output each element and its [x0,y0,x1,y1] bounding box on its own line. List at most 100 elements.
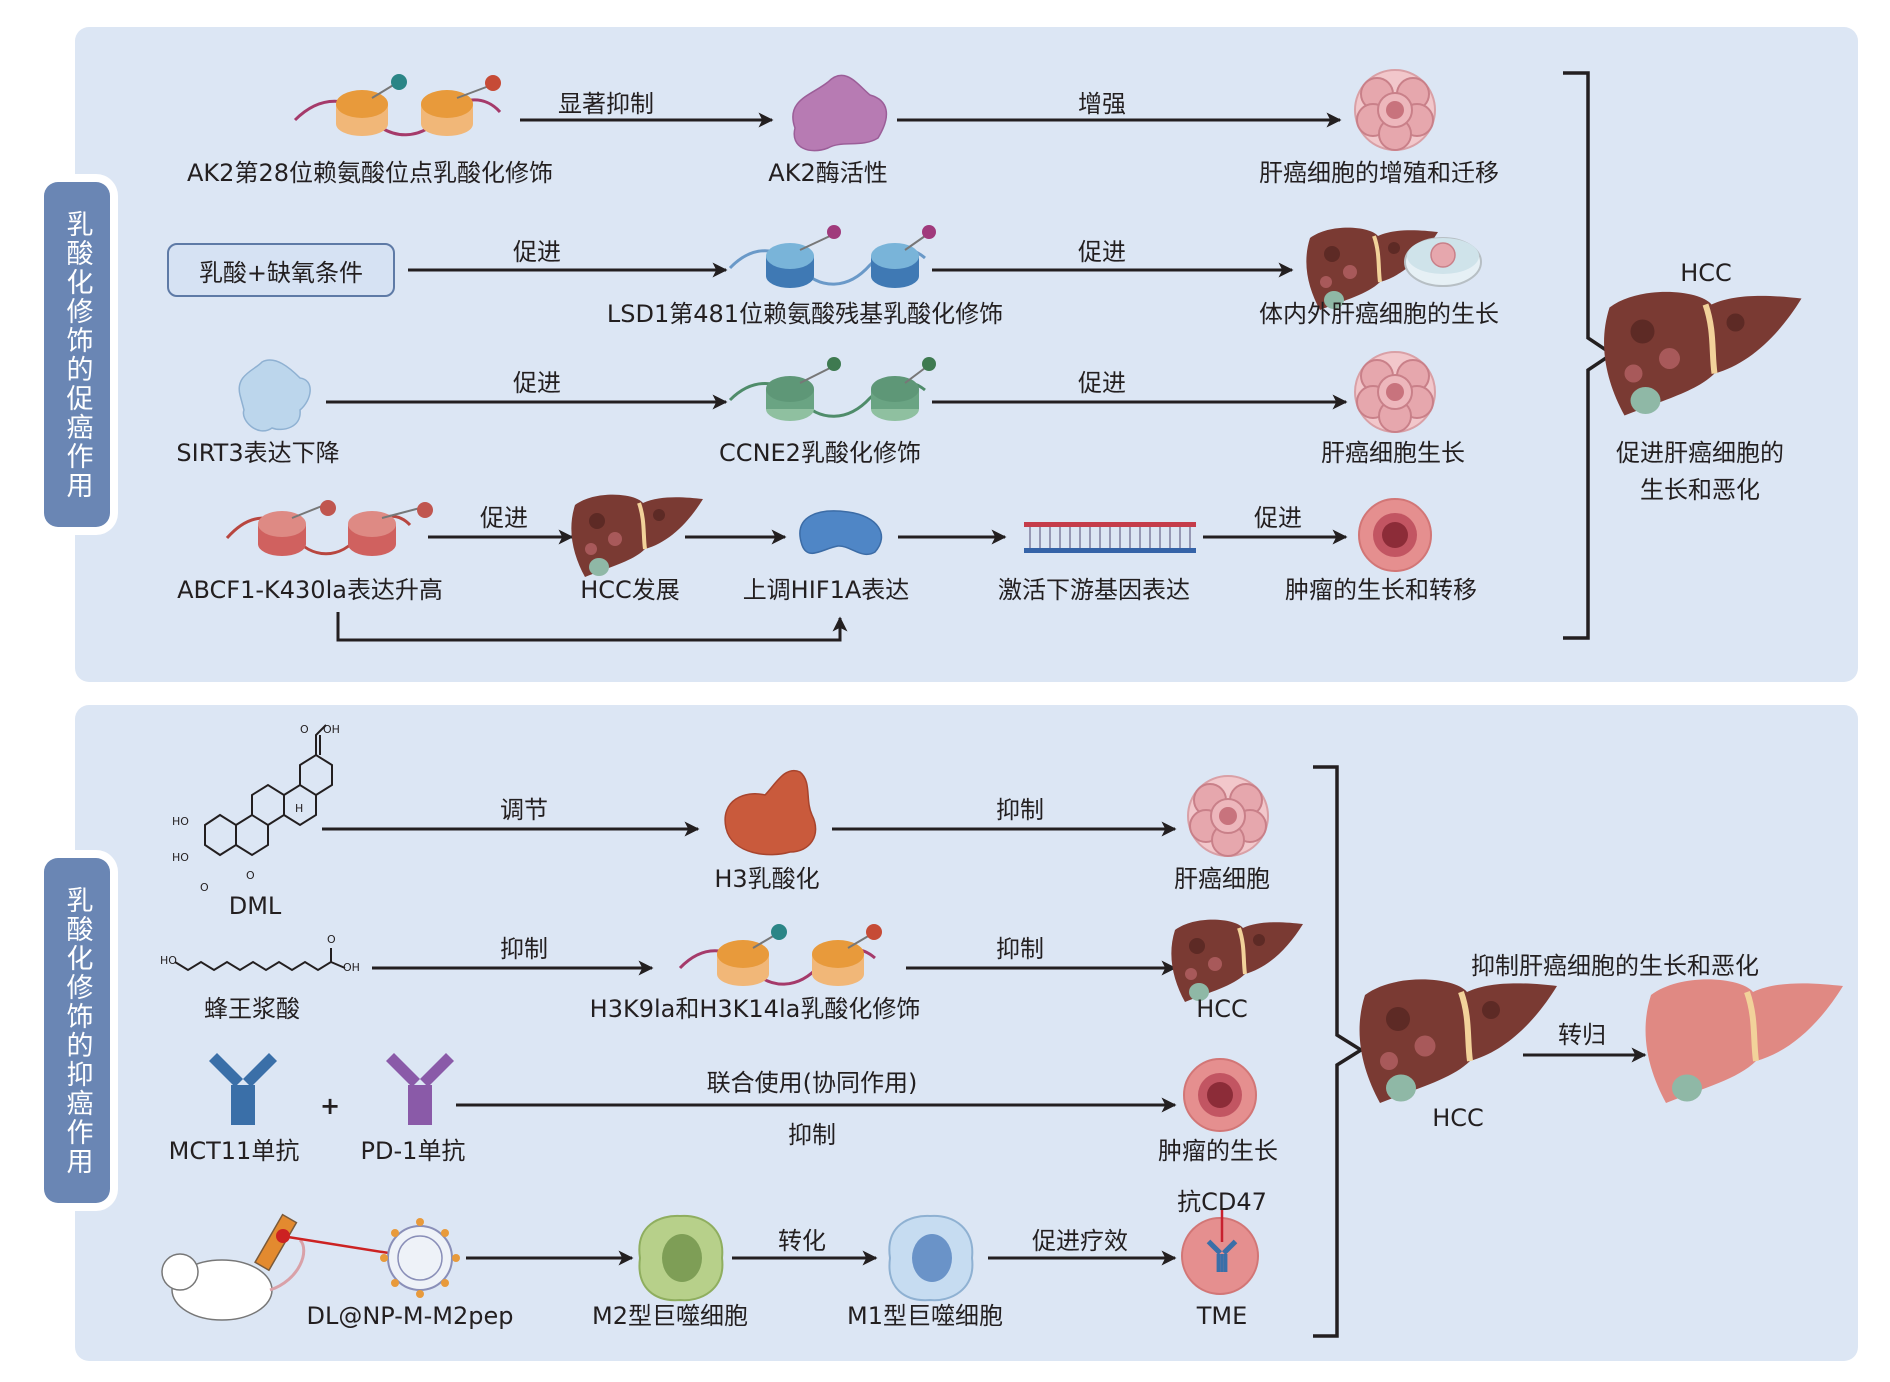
row3-target-label: 肝癌细胞生长 [1321,439,1465,467]
dml-structure-icon [204,724,333,857]
suppressing-side-label-text: 乳酸化修饰的抑癌作用 [61,885,93,1176]
b-row1-arrow1-label: 调节 [500,796,548,824]
suppressing-outcome-title: 抑制肝癌细胞的生长和恶化 [1471,952,1759,980]
b-row1-source-label: DML [228,892,282,920]
b-row3-source1-label: MCT11单抗 [168,1137,300,1165]
lactate-hypoxia-box: 乳酸+缺氧条件 [167,243,395,297]
row2-source-label: 乳酸+缺氧条件 [198,258,364,287]
promoting-panel [75,27,1858,682]
pd1-antibody-icon [386,1053,454,1125]
promoting-bracket [1563,71,1616,640]
cancer-cell-cluster-icon [1354,69,1436,151]
nanoparticle-icon [380,1218,460,1298]
row2-target-label: 体内外肝癌细胞的生长 [1259,300,1499,328]
row1-target-label: 肝癌细胞的增殖和迁移 [1259,159,1499,187]
b-row3-plus: + [319,1092,341,1120]
tumor-icon [1358,498,1432,572]
hcc-liver-icon-3 [1169,917,1305,1004]
row4-arrow1-label: 促进 [480,504,528,532]
row3-middle-label: CCNE2乳酸化修饰 [719,439,921,467]
sirt3-protein-icon [238,359,311,432]
petri-dish-icon [1404,237,1482,287]
suppressing-side-label: 乳酸化修饰的抑癌作用 [44,858,110,1203]
row4-target-label: 肿瘤的生长和转移 [1285,576,1477,604]
hcc-liver-icon-2 [569,492,705,579]
tumor-icon-2 [1183,1058,1257,1132]
suppressing-bracket [1313,765,1365,1338]
b-row3-arrow-label-top: 联合使用(协同作用) [706,1069,918,1097]
suppressing-outcome-hcc-label: HCC [1432,1104,1484,1132]
dml-chem-label-oh: OH [323,723,340,736]
row3-arrow2-label: 促进 [1078,369,1126,397]
row3-source-label: SIRT3表达下降 [176,439,340,467]
cancer-cell-cluster-icon-3 [1187,775,1269,857]
promoting-side-label: 乳酸化修饰的促癌作用 [44,182,110,527]
hif1a-protein-icon [799,510,883,556]
dml-chem-label-ho2: HO [172,851,189,864]
b-row4-arrow3-label: 促进疗效 [1032,1227,1128,1255]
lsd1-nucleosome-icon [728,225,936,288]
hda-chem-label-ho: HO [160,954,177,967]
ak2-nucleosome-icon [293,74,502,137]
row4-step4-label: 激活下游基因表达 [998,576,1190,604]
row2-arrow2-label: 促进 [1078,238,1126,266]
row1-source-label: AK2第28位赖氨酸位点乳酸化修饰 [187,159,553,187]
ak2-enzyme-icon [792,74,888,152]
row4-step2-label: HCC发展 [580,576,680,604]
row2-middle-label: LSD1第481位赖氨酸残基乳酸化修饰 [606,300,1004,328]
b-row3-target-label: 肿瘤的生长 [1158,1137,1278,1165]
b-row2-arrow1-label: 抑制 [500,935,548,963]
b-row4-step3-label: M1型巨噬细胞 [847,1302,1003,1330]
row4-step3-label: 上调HIF1A表达 [742,576,910,604]
dml-chem-label-ho1: HO [172,815,189,828]
b-row3-arrow-label-bottom: 抑制 [788,1121,836,1149]
row3-arrow1-label: 促进 [513,369,561,397]
b-row2-middle-label: H3K9la和H3K14la乳酸化修饰 [589,995,921,1023]
dml-chem-label-h: H [295,802,304,815]
syringe-icon [254,1213,298,1272]
row2-arrow1-label: 促进 [513,238,561,266]
hda-chem-label-o: O [327,933,336,946]
m1-macrophage-icon [888,1214,974,1302]
reversion-arrow-label: 转归 [1558,1021,1606,1049]
b-row2-target-label: HCC [1196,995,1248,1023]
b-row4-target-label: TME [1196,1302,1248,1330]
row1-middle-label: AK2酶活性 [768,159,888,187]
b-row1-middle-label: H3乳酸化 [714,865,820,893]
ccne2-nucleosome-icon [728,357,936,421]
hcc-outcome-liver-icon [1604,292,1801,416]
b-row4-arrow2-label: 转化 [778,1227,826,1255]
cancer-cell-cluster-icon-2 [1354,351,1436,433]
m2-macrophage-icon [638,1214,724,1302]
b-row1-target-label: 肝癌细胞 [1174,865,1270,893]
h3k-nucleosome-icon [678,924,882,986]
b-row4-source-label: DL@NP-M-M2pep [306,1302,514,1330]
promoting-side-label-text: 乳酸化修饰的促癌作用 [61,209,93,500]
b-row4-step2-label: M2型巨噬细胞 [592,1302,748,1330]
b-row2-source-label: 蜂王浆酸 [204,995,300,1023]
promoting-outcome-line1: 促进肝癌细胞的 [1616,439,1784,467]
mouse-icon [161,1238,306,1321]
healthy-liver-icon [1646,979,1843,1103]
promoting-outcome-title: HCC [1680,259,1732,287]
h3-protein-icon [724,769,817,856]
dml-chem-label-o: O [300,723,309,736]
hda-chem-label-oh: OH [343,961,360,974]
b-row3-source2-label: PD-1单抗 [360,1137,466,1165]
feedback-arrow [336,612,848,642]
hda-structure-icon [174,948,346,972]
b-row1-arrow2-label: 抑制 [996,796,1044,824]
hcc-outcome-liver-icon-2 [1360,979,1557,1103]
row4-arrow4-label: 促进 [1254,504,1302,532]
row1-arrow2-label: 增强 [1078,90,1126,118]
b-row4-target-top-label: 抗CD47 [1177,1188,1267,1216]
mct11-antibody-icon [209,1053,277,1125]
b-row2-arrow2-label: 抑制 [996,935,1044,963]
row4-source-label: ABCF1-K430la表达升高 [177,576,443,604]
promoting-outcome-line2: 生长和恶化 [1640,476,1760,504]
dna-gene-icon [1024,522,1196,553]
dml-chem-label-o2: O [246,869,255,882]
dml-chem-label-o3: O [200,881,209,894]
row1-arrow1-label: 显著抑制 [558,90,654,118]
